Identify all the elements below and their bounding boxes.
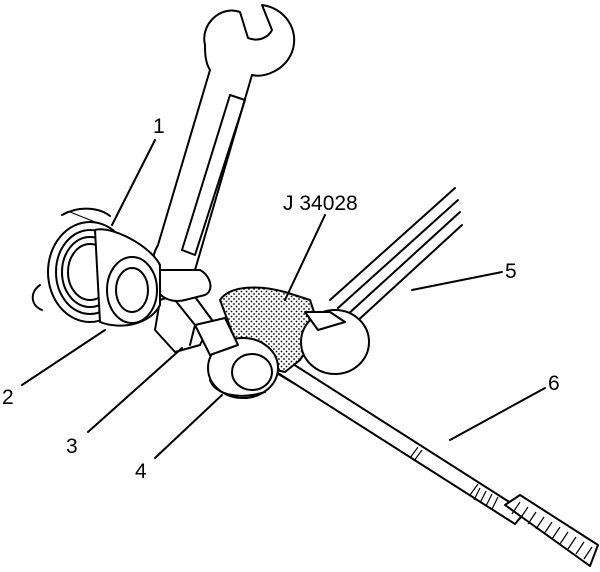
leader-6 [449, 387, 546, 441]
hex-collar [154, 289, 239, 356]
callout-2: 2 [2, 386, 14, 409]
rack-housing-tubes [329, 187, 463, 325]
threaded-end [473, 487, 599, 567]
open-end-wrench [149, 4, 296, 302]
leader-1 [111, 139, 156, 226]
callout-5: 5 [505, 260, 517, 283]
callout-3: 3 [66, 435, 78, 458]
rack-bearing [31, 207, 161, 327]
leader-3 [87, 347, 183, 433]
tool-label: J 34028 [283, 192, 358, 215]
leader-4 [154, 394, 223, 459]
ball-socket-housing [207, 337, 279, 399]
callout-1: 1 [153, 115, 165, 138]
leader-5 [411, 271, 503, 291]
tie-rod-shaft [269, 356, 526, 525]
leader-lines [21, 139, 546, 459]
leader-2 [21, 329, 106, 386]
callout-6: 6 [548, 372, 560, 395]
callout-4: 4 [135, 460, 147, 483]
leader-tool [284, 214, 326, 301]
